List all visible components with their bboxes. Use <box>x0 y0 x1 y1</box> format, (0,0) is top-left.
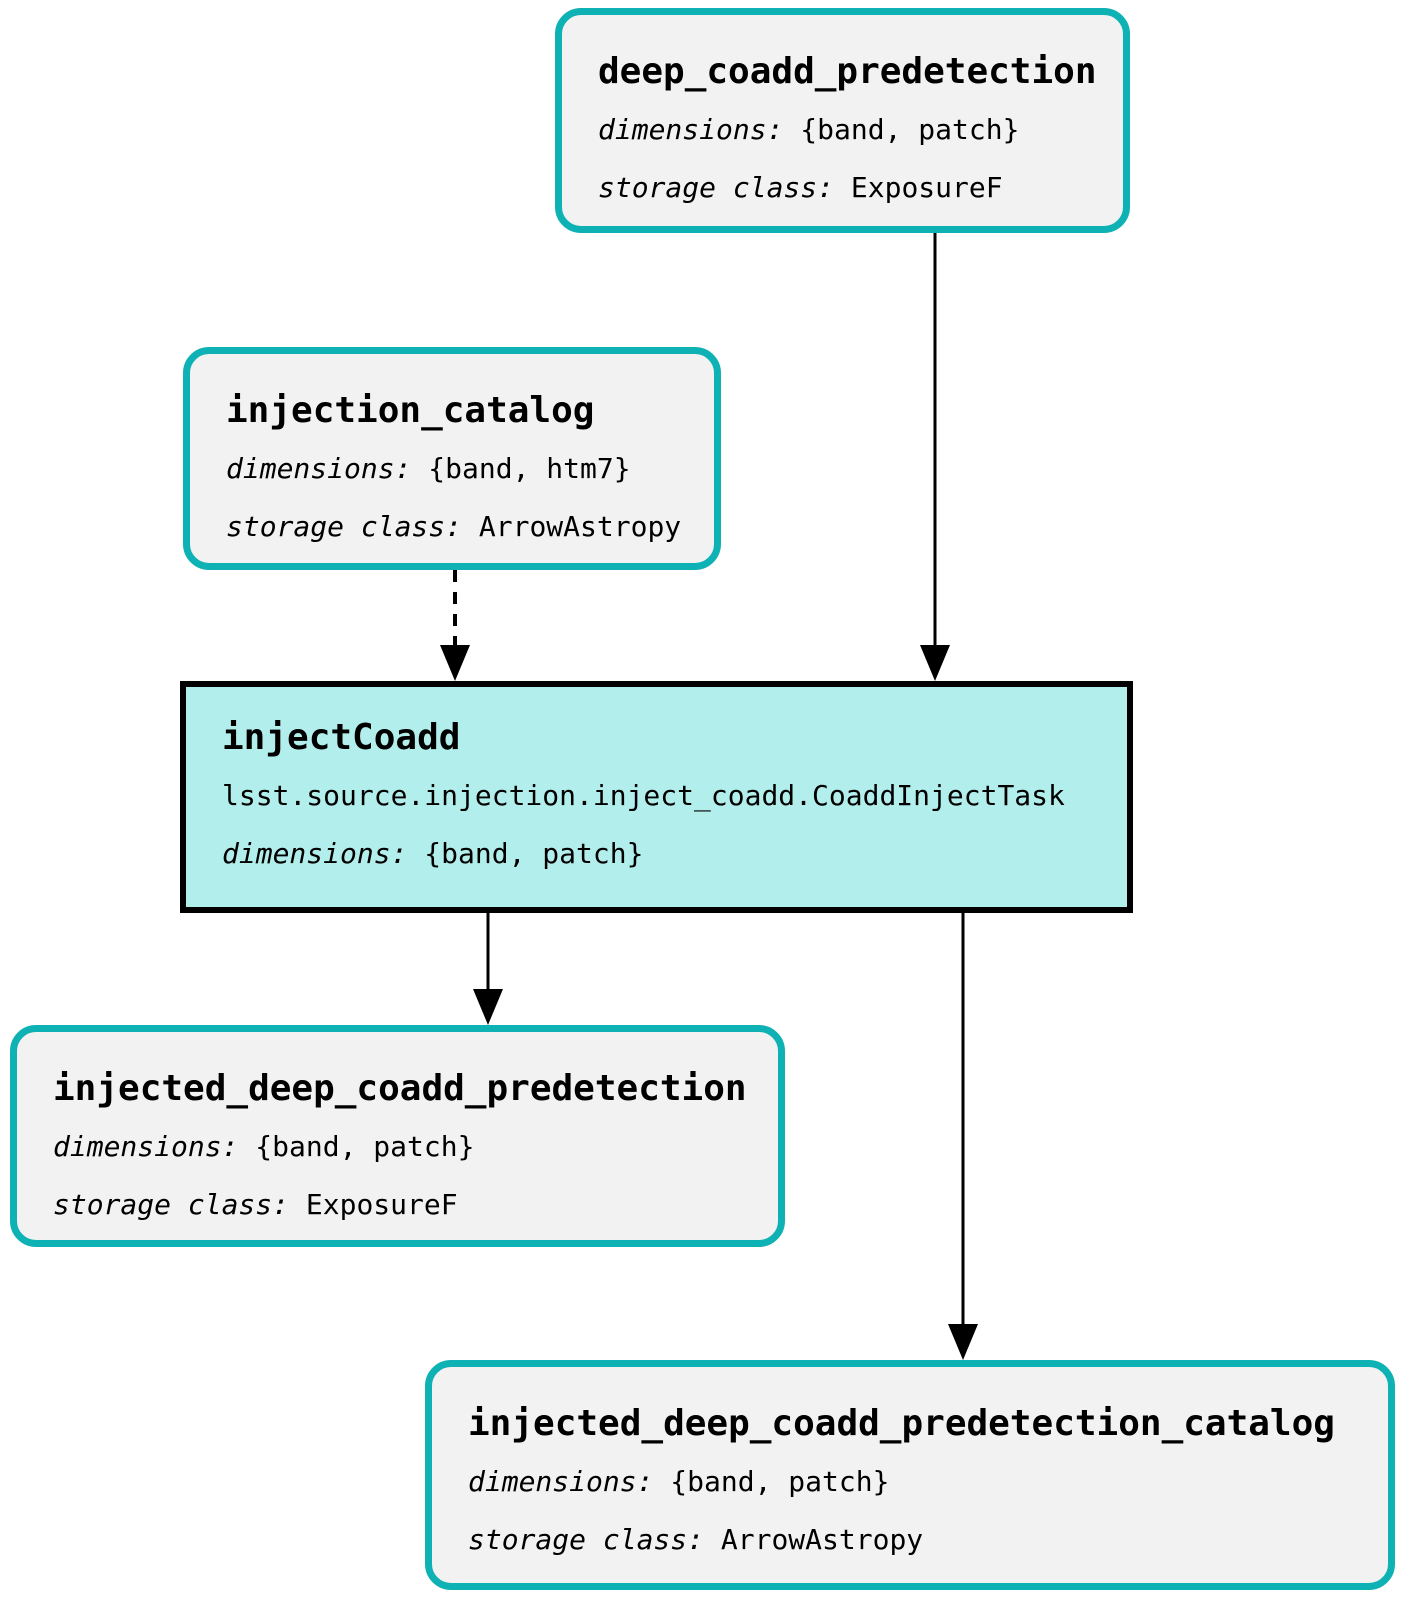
dimensions-value: {band, patch} <box>424 837 644 870</box>
storage-class-label: storage class: <box>53 1188 290 1221</box>
dimensions-value: {band, patch} <box>670 1465 890 1498</box>
dimensions-label: dimensions: <box>468 1465 654 1498</box>
edge-deep-coadd-predetection-to-injectcoadd-arrowhead-icon <box>920 645 950 681</box>
dimensions-value: {band, htm7} <box>428 452 631 485</box>
node-title: injected_deep_coadd_predetection_catalog <box>468 1403 1335 1444</box>
node-dimensions-line: dimensions: {band, patch} <box>598 113 1103 147</box>
node-title: injectCoadd <box>222 717 461 758</box>
node-title: deep_coadd_predetection <box>598 51 1097 92</box>
node-title: injected_deep_coadd_predetection <box>53 1068 747 1109</box>
node-storage-line: storage class: ExposureF <box>53 1188 758 1222</box>
node-dimensions-line: dimensions: {band, patch} <box>222 837 1107 871</box>
task-class-line: lsst.source.injection.inject_coadd.Coadd… <box>222 779 1107 813</box>
task-class-value: lsst.source.injection.inject_coadd.Coadd… <box>222 779 1065 812</box>
storage-class-label: storage class: <box>468 1523 705 1556</box>
storage-class-value: ExposureF <box>850 171 1003 204</box>
edge-injectcoadd-to-injected-deep-coadd-predetection-catalog-arrowhead-icon <box>948 1324 978 1360</box>
storage-class-label: storage class: <box>598 171 835 204</box>
node-dimensions-line: dimensions: {band, patch} <box>53 1130 758 1164</box>
node-injected-deep-coadd-predetection: injected_deep_coadd_predetection dimensi… <box>10 1025 785 1247</box>
node-injected-deep-coadd-predetection-catalog: injected_deep_coadd_predetection_catalog… <box>425 1360 1395 1590</box>
node-dimensions-line: dimensions: {band, htm7} <box>226 452 694 486</box>
node-storage-line: storage class: ExposureF <box>598 171 1103 205</box>
dimensions-value: {band, patch} <box>255 1130 475 1163</box>
storage-class-value: ArrowAstropy <box>720 1523 924 1556</box>
dimensions-label: dimensions: <box>226 452 412 485</box>
node-title: injection_catalog <box>226 390 595 431</box>
edge-injection-catalog-to-injectcoadd-arrowhead-icon <box>440 645 470 681</box>
node-dimensions-line: dimensions: {band, patch} <box>468 1465 1368 1499</box>
dimensions-label: dimensions: <box>53 1130 239 1163</box>
storage-class-label: storage class: <box>226 510 463 543</box>
node-storage-line: storage class: ArrowAstropy <box>468 1523 1368 1557</box>
dimensions-label: dimensions: <box>222 837 408 870</box>
storage-class-value: ExposureF <box>305 1188 458 1221</box>
node-injectcoadd-task: injectCoadd lsst.source.injection.inject… <box>180 681 1133 913</box>
dimensions-value: {band, patch} <box>800 113 1020 146</box>
dimensions-label: dimensions: <box>598 113 784 146</box>
edge-injectcoadd-to-injected-deep-coadd-predetection-arrowhead-icon <box>473 989 503 1025</box>
node-injection-catalog: injection_catalog dimensions: {band, htm… <box>183 347 721 570</box>
node-storage-line: storage class: ArrowAstropy <box>226 510 694 544</box>
storage-class-value: ArrowAstropy <box>478 510 682 543</box>
node-deep-coadd-predetection: deep_coadd_predetection dimensions: {ban… <box>555 8 1130 233</box>
